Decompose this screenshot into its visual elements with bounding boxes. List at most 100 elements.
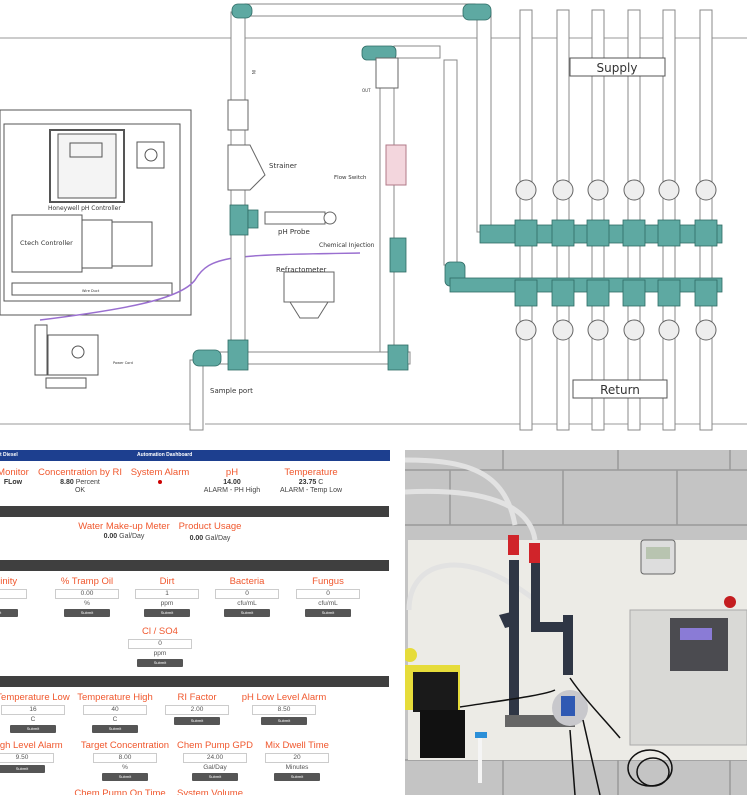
setting-label: Cl / SO4 <box>142 626 178 637</box>
strainer-label: Strainer <box>269 162 297 170</box>
status-text: ALARM - PH High <box>203 487 261 494</box>
submit-button[interactable]: Submit <box>10 725 56 733</box>
submit-button[interactable]: Submit <box>192 773 238 781</box>
setting-unit: C <box>30 716 36 723</box>
setting-input[interactable]: 0 <box>128 639 192 649</box>
setting-input[interactable]: 9.50 <box>0 753 54 763</box>
setting-label: Dirt <box>159 576 175 587</box>
setting-label: % Tramp Oil <box>60 576 114 587</box>
submit-button[interactable]: Submit <box>274 773 320 781</box>
header-title: Automation Dashboard <box>137 452 193 458</box>
setting-system-volume: System Volume <box>155 788 265 795</box>
setting-label: Temperature High <box>77 692 153 703</box>
chemical-pump <box>34 324 99 389</box>
setting-input[interactable]: 16 <box>1 705 65 715</box>
submit-button[interactable]: Submit <box>64 609 110 617</box>
return-label: Return <box>600 383 640 397</box>
setting-label: y Alkalinity <box>0 576 18 587</box>
meter-value: 0.00 Gal/Day <box>103 533 145 540</box>
setting-input[interactable]: 0.00 <box>55 589 119 599</box>
red-valve-1 <box>508 535 519 555</box>
alarm-indicator-icon <box>158 480 162 484</box>
components <box>227 57 407 319</box>
setting-label: Temperature Low <box>0 692 70 703</box>
pipe-fittings <box>192 3 723 371</box>
submit-button[interactable]: Submit <box>0 609 18 617</box>
setting-unit: Minutes <box>285 764 309 771</box>
meter-product-usage: Product Usage 0.00 Gal/Day <box>155 521 265 542</box>
sample-tube <box>478 738 482 783</box>
ctech-label: Ctech Controller <box>20 239 73 247</box>
status-concentration: Concentration by RI 8.80 Percent OK <box>25 467 135 494</box>
submit-button[interactable]: Submit <box>261 717 307 725</box>
status-temperature: Temperature 23.75 C ALARM - Temp Low <box>256 467 366 494</box>
status-value: 8.80 Percent <box>60 479 100 486</box>
submit-button[interactable]: Submit <box>174 717 220 725</box>
submit-button[interactable]: Submit <box>102 773 148 781</box>
in-label: IN <box>251 70 256 74</box>
status-label: System Alarm <box>130 467 190 478</box>
setting-unit: cfu/mL <box>318 600 338 607</box>
submit-button[interactable]: Submit <box>0 765 45 773</box>
alarm-beacon <box>724 596 736 608</box>
sample-valve <box>475 732 487 738</box>
status-label: Temperature <box>284 467 338 478</box>
status-label: pH <box>225 467 239 478</box>
submit-button[interactable]: Submit <box>224 609 270 617</box>
setting-tramp-oil: % Tramp Oil 0.00% Submit <box>32 576 142 617</box>
wire-duct-label: Wire Duct <box>82 289 100 293</box>
setting-label: H High Level Alarm <box>0 740 63 751</box>
setting-input[interactable]: 40 <box>83 705 147 715</box>
status-label: Concentration by RI <box>38 467 122 478</box>
setting-unit: % <box>84 600 90 607</box>
setting-label: Bacteria <box>229 576 265 587</box>
frame-lines <box>0 37 747 425</box>
setting-input[interactable]: 0 <box>296 589 360 599</box>
setting-unit: C <box>112 716 118 723</box>
dosing-pump <box>405 648 465 758</box>
installed-system-photo <box>405 450 747 795</box>
setting-input[interactable]: 0 <box>215 589 279 599</box>
sample-port-label: Sample port <box>210 387 253 395</box>
automation-dashboard: t Diesel Automation Dashboard Monitor FL… <box>0 450 403 795</box>
setting-label: Chem Pump On Time <box>74 788 166 795</box>
submit-button[interactable]: Submit <box>92 725 138 733</box>
submit-button[interactable]: Submit <box>137 659 183 667</box>
setting-label: pH Low Level Alarm <box>241 692 327 703</box>
submit-button[interactable]: Submit <box>144 609 190 617</box>
setting-unit: ppm <box>160 600 174 607</box>
setting-input[interactable]: 1 <box>135 589 199 599</box>
setting-label: Chem Pump GPD <box>176 740 254 751</box>
setting-label: Target Concentration <box>80 740 170 751</box>
status-text: OK <box>74 487 86 494</box>
control-panel <box>0 109 192 316</box>
setting-input[interactable]: 8.50 <box>252 705 316 715</box>
setting-label: Mix Dwell Time <box>265 740 329 751</box>
submit-button[interactable]: Submit <box>305 609 351 617</box>
setting-input[interactable]: 24.00 <box>183 753 247 763</box>
setting-input[interactable]: 2.00 <box>165 705 229 715</box>
power-cord-label: Power Cord <box>113 361 133 365</box>
ph-probe-label: pH Probe <box>278 228 310 236</box>
chemical-injection-label: Chemical Injection <box>319 242 375 249</box>
dashboard-header: t Diesel Automation Dashboard <box>0 450 390 461</box>
setting-unit: ppm <box>153 650 167 657</box>
setting-unit: Gal/Day <box>203 764 227 771</box>
setting-input[interactable]: 00 <box>0 589 27 599</box>
status-text: ALARM - Temp Low <box>279 487 343 494</box>
setting-input[interactable]: 8.00 <box>93 753 157 763</box>
setting-label: Fungus <box>312 576 344 587</box>
supply-label: Supply <box>597 61 638 75</box>
flow-switch-label: Flow Switch <box>334 175 367 181</box>
setting-unit: cfu/mL <box>237 600 257 607</box>
out-label: OUT <box>362 88 371 93</box>
meter-water-makeup: Water Make-up Meter 0.00 Gal/Day <box>69 521 179 540</box>
setting-input[interactable]: 20 <box>265 753 329 763</box>
